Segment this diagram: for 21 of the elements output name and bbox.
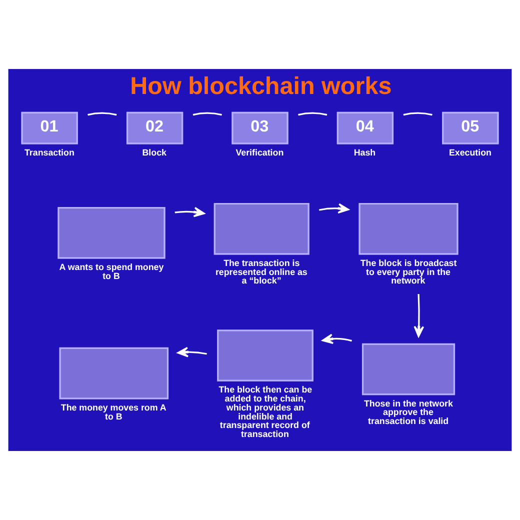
arrow bbox=[414, 294, 424, 338]
connector bbox=[88, 112, 117, 116]
node-label: Execution bbox=[448, 147, 492, 158]
arrow bbox=[318, 203, 350, 214]
node-label: The money moves rom A to B bbox=[60, 402, 166, 422]
node-label: The transaction is represented online as a “block” bbox=[215, 258, 308, 286]
connector bbox=[298, 112, 328, 116]
arrow bbox=[177, 346, 207, 358]
connector bbox=[403, 112, 432, 116]
arrow bbox=[322, 334, 352, 344]
node-label: The block then can be added to the chain, which provides an indelible and transparent record of transaction bbox=[218, 384, 312, 440]
node-label: A wants to spend money to B bbox=[59, 262, 164, 281]
node-label: Those in the network approve the transaction is valid bbox=[364, 398, 453, 426]
node-label: Verification bbox=[236, 147, 284, 158]
node-label: The block is broadcast to every party in the network bbox=[360, 258, 457, 286]
arrow bbox=[174, 206, 205, 218]
diagram-title: How blockchain works bbox=[130, 73, 392, 100]
connector bbox=[192, 112, 222, 116]
node-label: Hash bbox=[354, 147, 376, 158]
node-label: Block bbox=[142, 147, 166, 158]
node-label: Transaction bbox=[24, 147, 74, 158]
